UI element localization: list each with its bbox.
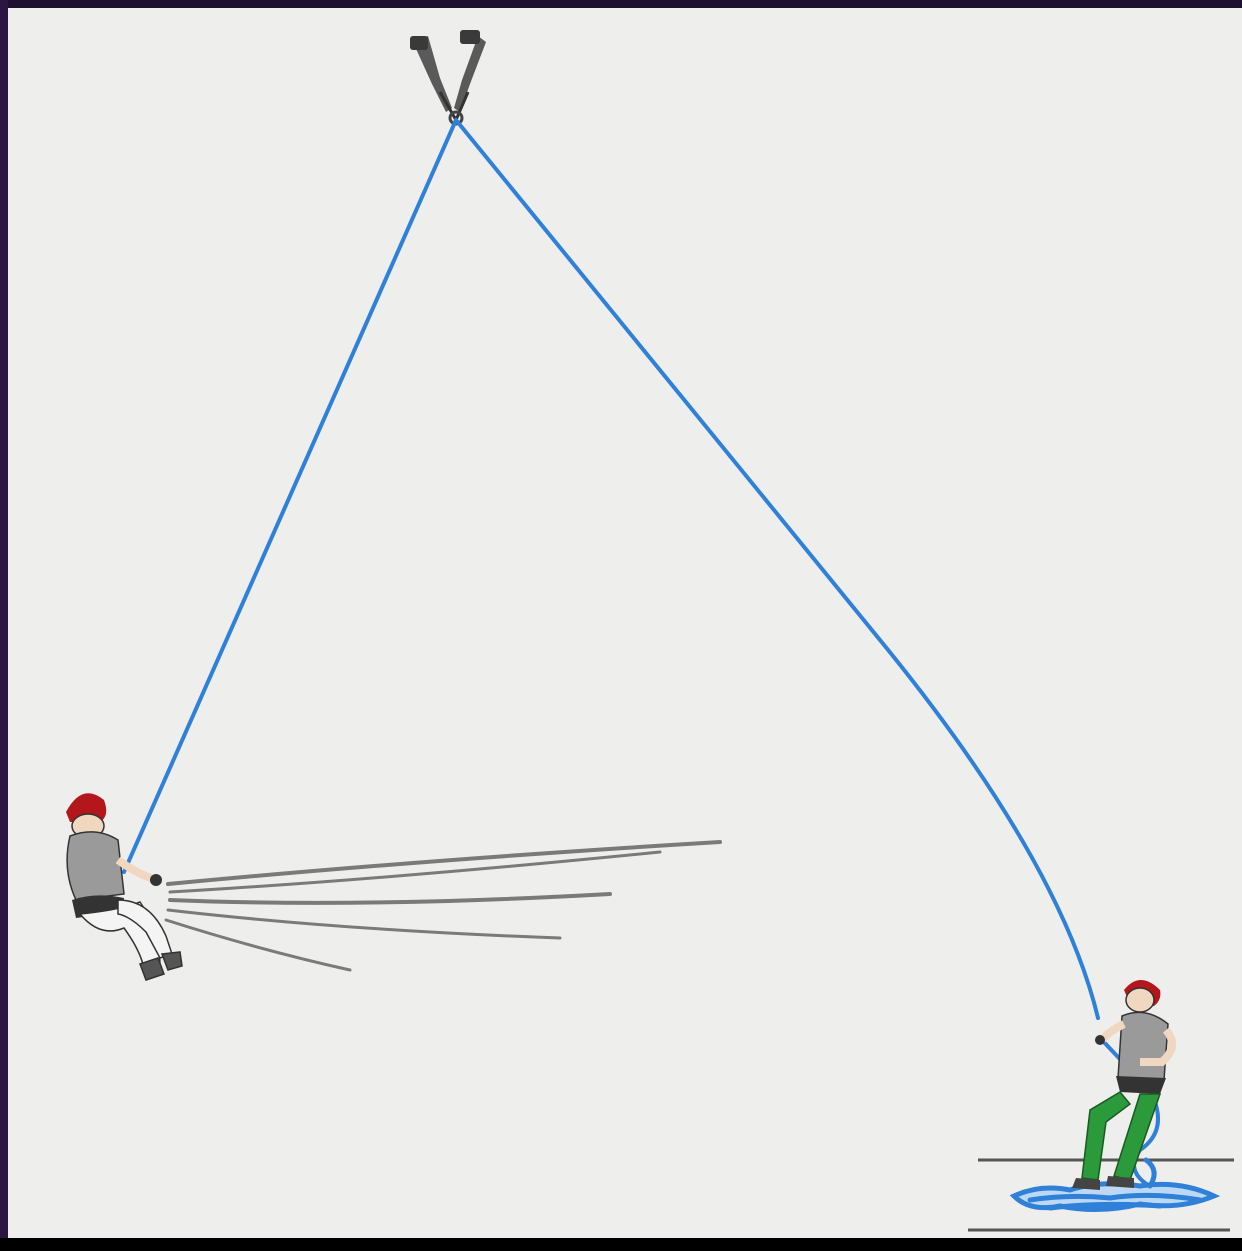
rope-to-belayer [456, 120, 1098, 1018]
rope [124, 120, 1158, 1185]
anchor-icon [410, 30, 486, 124]
rope-to-climber [124, 120, 456, 872]
falling-climber-icon [66, 793, 182, 980]
motion-lines [166, 842, 720, 970]
